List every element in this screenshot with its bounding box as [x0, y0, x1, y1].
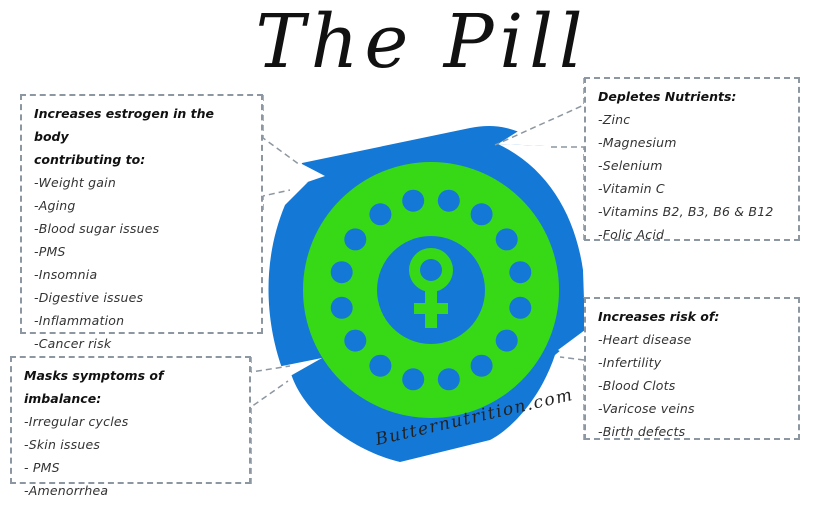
- list-item: -Irregular cycles: [24, 414, 129, 429]
- list-item: -Amenorrhea: [24, 483, 109, 498]
- callout-heading: Increases estrogen in the body: [34, 106, 214, 144]
- list-item: -PMS: [34, 244, 66, 259]
- pill-dot: [437, 189, 460, 212]
- female-symbol-icon: [409, 248, 453, 328]
- list-item: -Infertility: [598, 355, 662, 370]
- list-item: -Blood Clots: [598, 378, 676, 393]
- callout-heading: Increases risk of:: [598, 309, 720, 324]
- pill-dot: [344, 329, 367, 352]
- notch-nutrients: [498, 130, 560, 146]
- callout-risk: Increases risk of: -Heart disease -Infer…: [584, 297, 800, 440]
- pill-dot: [495, 228, 518, 251]
- pill-dot: [509, 261, 532, 284]
- callout-heading: contributing to:: [34, 152, 146, 167]
- pill-dot: [470, 354, 493, 377]
- callout-masks: Masks symptoms of imbalance: -Irregular …: [10, 356, 251, 498]
- connector-estrogen-bottom: [262, 189, 291, 210]
- list-item: -Cancer risk: [34, 336, 112, 351]
- pill-dot: [330, 261, 353, 284]
- pill-dot: [402, 368, 425, 391]
- connector-estrogen-top: [262, 95, 301, 166]
- list-item: -Magnesium: [598, 135, 677, 150]
- list-item: -Aging: [34, 198, 76, 213]
- notch-estrogen: [270, 163, 325, 190]
- connector-nutrients-top: [494, 78, 585, 146]
- list-item: - PMS: [24, 460, 60, 475]
- list-item: -Selenium: [598, 158, 663, 173]
- list-item: -Zinc: [598, 112, 631, 127]
- list-item: -Vitamins B2, B3, B6 & B12: [598, 204, 774, 219]
- notch-masks: [250, 358, 322, 390]
- pill-dot: [402, 189, 425, 212]
- list-item: -Blood sugar issues: [34, 221, 160, 236]
- callout-heading: Depletes Nutrients:: [598, 89, 737, 104]
- callout-nutrients: Depletes Nutrients: -Zinc -Magnesium -Se…: [584, 77, 800, 242]
- pill-dot: [437, 368, 460, 391]
- list-item: -Varicose veins: [598, 401, 695, 416]
- list-item: -Digestive issues: [34, 290, 144, 305]
- list-item: -Insomnia: [34, 267, 98, 282]
- list-item: -Skin issues: [24, 437, 101, 452]
- pill-dot: [495, 329, 518, 352]
- connector-masks-bottom: [250, 380, 289, 484]
- pill-dot: [344, 228, 367, 251]
- page-title: The Pill: [255, 0, 589, 85]
- callout-estrogen: Increases estrogen in the body contribut…: [20, 94, 263, 351]
- pill-dot: [470, 203, 493, 226]
- pill-dot: [330, 296, 353, 319]
- pill-dot: [369, 354, 392, 377]
- callout-heading: Masks symptoms of imbalance:: [24, 368, 164, 406]
- list-item: -Inflammation: [34, 313, 125, 328]
- list-item: -Folic Acid: [598, 227, 665, 242]
- connector-masks-top: [250, 357, 291, 373]
- list-item: -Weight gain: [34, 175, 116, 190]
- list-item: -Heart disease: [598, 332, 692, 347]
- pill-dot: [369, 203, 392, 226]
- list-item: -Vitamin C: [598, 181, 665, 196]
- list-item: -Birth defects: [598, 424, 686, 439]
- pill-dot: [509, 296, 532, 319]
